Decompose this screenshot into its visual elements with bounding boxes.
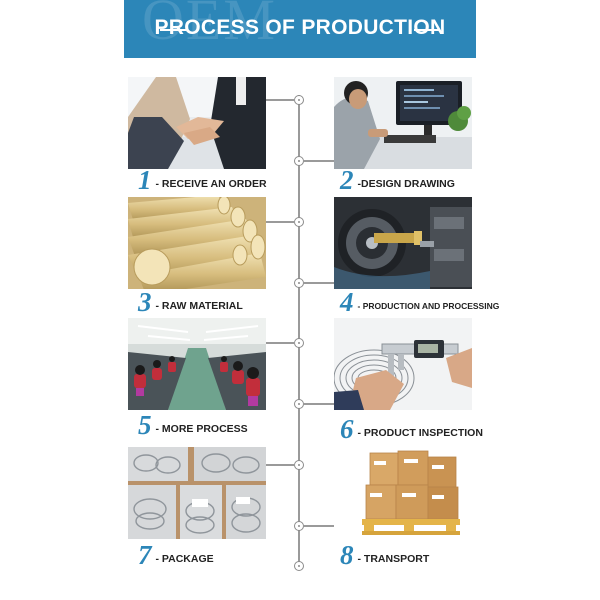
step-number: 7	[138, 540, 152, 570]
step-label: 6 - PRODUCT INSPECTION	[340, 414, 483, 444]
step-title: - TRANSPORT	[357, 553, 430, 565]
step-title: -DESIGN DRAWING	[357, 178, 455, 190]
step-label: 3 - RAW MATERIAL	[138, 287, 243, 317]
timeline-line	[298, 95, 300, 569]
step-label: 5 - MORE PROCESS	[138, 410, 248, 440]
timeline-connector	[304, 160, 334, 162]
timeline-node	[294, 399, 304, 409]
factory-workers-photo	[128, 318, 266, 410]
step-number: 4	[340, 287, 354, 317]
step-number: 5	[138, 410, 152, 440]
step-number: 3	[138, 287, 152, 317]
timeline-node	[294, 521, 304, 531]
timeline-node	[294, 217, 304, 227]
cnc-lathe-photo	[334, 197, 472, 289]
timeline-connector	[265, 221, 295, 223]
title-decor-line-left	[160, 29, 186, 31]
step-title: - RAW MATERIAL	[155, 300, 243, 312]
timeline-connector	[265, 464, 295, 466]
step-label: 4 - PRODUCTION AND PROCESSING	[340, 287, 500, 317]
timeline-node	[294, 338, 304, 348]
brass-rods-photo	[128, 197, 266, 289]
packaged-parts-photo	[128, 447, 266, 539]
timeline-node	[294, 278, 304, 288]
timeline-node	[294, 460, 304, 470]
step-label: 2 -DESIGN DRAWING	[340, 165, 455, 195]
design-computer-photo	[334, 77, 472, 169]
step-number: 1	[138, 165, 152, 195]
step-title: - MORE PROCESS	[155, 423, 248, 435]
step-label: 8 - TRANSPORT	[340, 540, 430, 570]
timeline-connector	[304, 525, 334, 527]
page-title: PROCESS OF PRODUCTION	[154, 16, 446, 39]
title-decor-line-right	[414, 29, 440, 31]
timeline-connector	[304, 403, 334, 405]
step-number: 2	[340, 165, 354, 195]
step-label: 1 - RECEIVE AN ORDER	[138, 165, 267, 195]
pallet-cartons-photo	[334, 447, 472, 539]
step-title: - RECEIVE AN ORDER	[155, 178, 267, 190]
step-number: 8	[340, 540, 354, 570]
step-title: - PACKAGE	[155, 553, 214, 565]
timeline-connector	[265, 99, 295, 101]
step-label: 7 - PACKAGE	[138, 540, 214, 570]
step-number: 6	[340, 414, 354, 444]
caliper-inspection-photo	[334, 318, 472, 410]
step-title: - PRODUCTION AND PROCESSING	[357, 301, 500, 311]
timeline-node	[294, 561, 304, 571]
handshake-photo	[128, 77, 266, 169]
timeline-node	[294, 95, 304, 105]
oem-watermark: OEM	[142, 0, 277, 52]
timeline-node	[294, 156, 304, 166]
timeline-connector	[265, 342, 295, 344]
step-title: - PRODUCT INSPECTION	[357, 427, 483, 439]
header-banner: OEM PROCESS OF PRODUCTION	[124, 0, 476, 58]
timeline-connector	[304, 282, 334, 284]
